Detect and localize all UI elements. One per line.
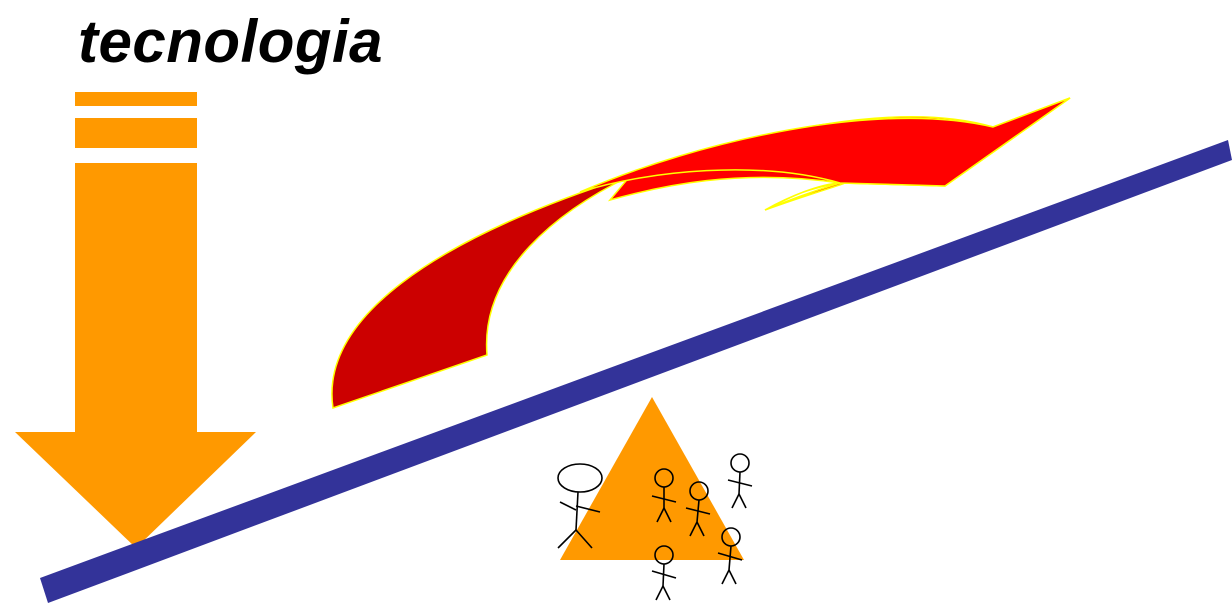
curved-arrow-dark-part (332, 176, 630, 408)
stick-figure-icon (728, 454, 752, 508)
fulcrum-triangle (560, 397, 744, 560)
arrow-stripe-top (75, 92, 197, 106)
down-arrow-icon (15, 92, 256, 548)
arrow-stripe-middle (75, 118, 197, 148)
curved-arrow-head (580, 98, 1070, 210)
arrow-body (15, 163, 256, 548)
